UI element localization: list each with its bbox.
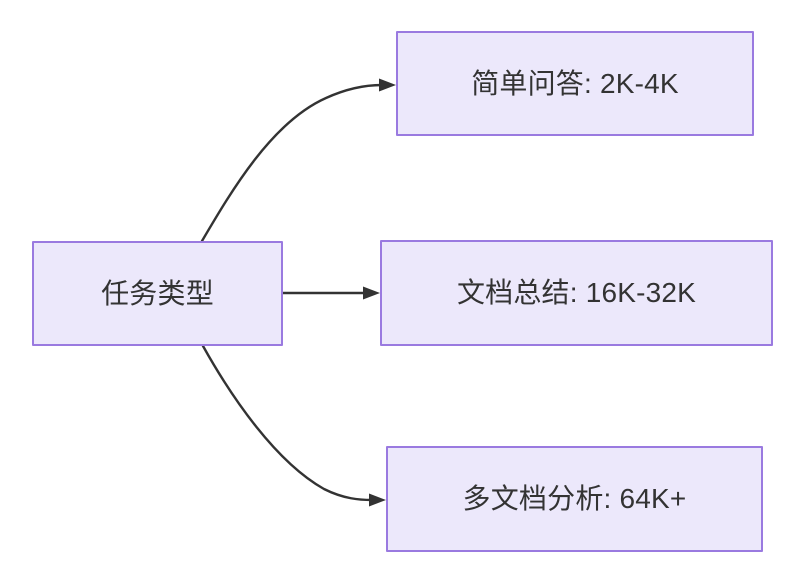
node-multi-doc-analysis[interactable]: 多文档分析: 64K+ [386, 446, 763, 552]
node-simple-qa-label: 简单问答: 2K-4K [471, 67, 679, 99]
arrow-head-to-multi-doc-analysis [369, 493, 386, 507]
node-simple-qa[interactable]: 简单问答: 2K-4K [396, 31, 754, 136]
edge-task-type-to-simple-qa [200, 78, 396, 243]
node-task-type[interactable]: 任务类型 [32, 241, 283, 346]
node-multi-doc-analysis-label: 多文档分析: 64K+ [462, 483, 687, 515]
arrow-head-to-simple-qa [379, 78, 396, 92]
edge-path-to-simple-qa [200, 83, 384, 243]
edge-task-type-to-multi-doc-analysis [201, 344, 386, 507]
node-doc-summary-label: 文档总结: 16K-32K [456, 277, 697, 309]
node-task-type-label: 任务类型 [101, 277, 214, 309]
arrow-head-to-doc-summary [363, 286, 380, 300]
edge-task-type-to-doc-summary [281, 286, 380, 300]
edge-path-to-multi-doc-analysis [201, 344, 374, 502]
node-doc-summary[interactable]: 文档总结: 16K-32K [380, 240, 773, 346]
